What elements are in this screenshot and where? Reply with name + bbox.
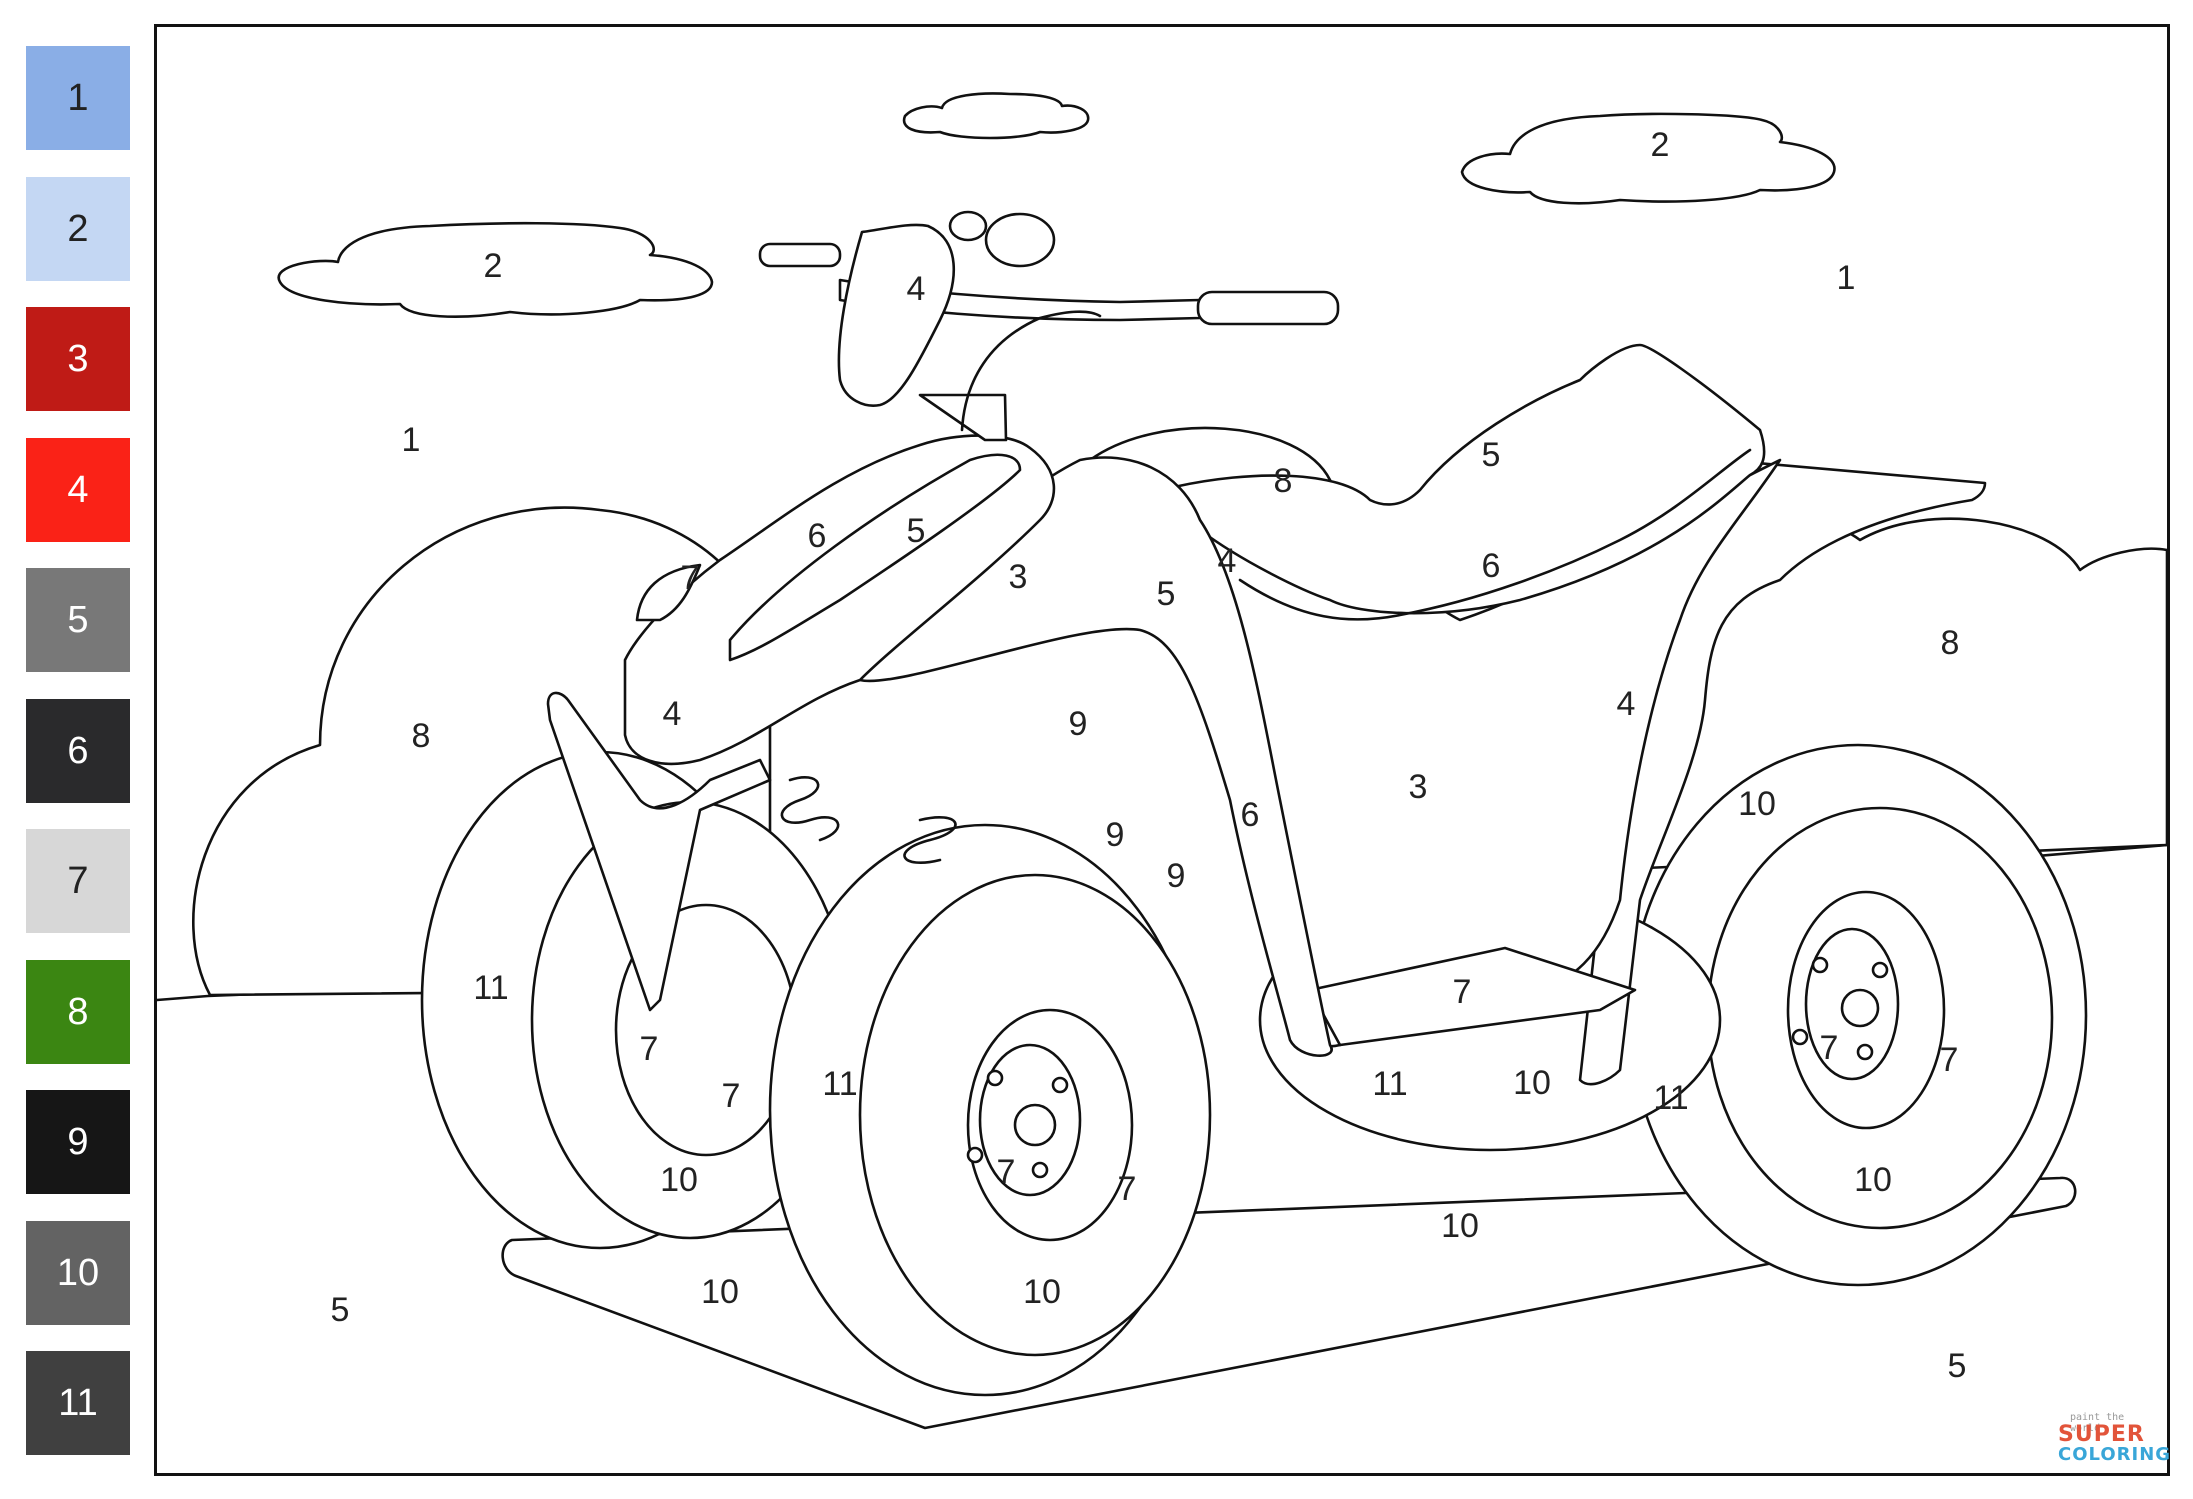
region-number: 10 [1023,1273,1061,1311]
front-fender[interactable] [858,456,1333,1057]
region-number: 11 [822,1065,857,1103]
region-number: 8 [1274,462,1293,500]
watermark-line1: SUPER [2058,1422,2145,1447]
footrest[interactable] [1308,946,1637,1047]
rear-hub-cap[interactable] [1840,988,1880,1028]
region-number: 10 [1441,1207,1479,1245]
watermark-logo: paint the world SUPER COLORING [2058,1412,2170,1472]
region-number: 5 [1157,575,1176,613]
region-number: 11 [1372,1065,1407,1103]
region-number: 3 [1409,768,1428,806]
region-number: 6 [1482,547,1501,585]
color-swatch-5[interactable]: 5 [26,568,130,672]
region-number: 5 [1482,436,1501,474]
region-number: 7 [640,1030,659,1068]
region-number: 7 [722,1077,741,1115]
atv-body [420,210,2088,1397]
front-bolt [1051,1076,1069,1094]
region-number: 10 [1738,785,1776,823]
region-number: 10 [1513,1064,1551,1102]
seat-trim [1238,448,1752,621]
region-number: 5 [331,1291,350,1329]
rear-spring [903,815,957,865]
coloring-canvas[interactable] [154,24,2170,1476]
color-swatch-10[interactable]: 10 [26,1221,130,1325]
cloud-right[interactable] [1460,112,1836,205]
region-number: 10 [1854,1161,1892,1199]
seat[interactable] [1172,343,1766,615]
region-number: 4 [1617,685,1636,723]
region-number: 4 [1218,542,1237,580]
handlebar-grip-left[interactable] [758,242,842,268]
region-number: 9 [1069,705,1088,743]
color-swatch-1[interactable]: 1 [26,46,130,150]
region-number: 6 [808,517,827,555]
region-number: 6 [1241,796,1260,834]
rear-bolt [1856,1043,1874,1061]
brake-cable [960,310,1102,432]
region-number: 4 [907,270,926,308]
color-swatch-3[interactable]: 3 [26,307,130,411]
region-number: 7 [1820,1029,1839,1067]
region-numbers: 1 1 2 2 3 3 4 4 4 4 5 5 5 5 5 6 6 6 7 7 … [331,126,1967,1385]
front-bolt [966,1146,984,1164]
region-number: 7 [1453,973,1472,1011]
cloud-left[interactable] [277,221,714,318]
color-swatch-11[interactable]: 11 [26,1351,130,1455]
region-number: 3 [1009,558,1028,596]
gauge-right[interactable] [984,212,1056,268]
region-number: 11 [1653,1079,1688,1117]
rear-bolt [1871,961,1889,979]
region-number: 11 [473,969,508,1007]
headlight[interactable] [837,223,956,407]
region-number: 5 [907,512,926,550]
color-swatch-7[interactable]: 7 [26,829,130,933]
region-number: 1 [402,421,421,459]
region-number: 9 [1106,816,1125,854]
region-number: 7 [1940,1041,1959,1079]
hood-stripe [728,453,1022,662]
gauge-left[interactable] [948,210,988,242]
region-number: 10 [660,1161,698,1199]
rear-bolt [1791,1028,1809,1046]
region-number: 10 [701,1273,739,1311]
region-number: 7 [997,1153,1016,1191]
region-number: 2 [484,247,503,285]
front-hub-cap[interactable] [1013,1103,1057,1147]
color-swatch-4[interactable]: 4 [26,438,130,542]
front-bumper[interactable] [546,691,772,1012]
front-spring [780,775,840,842]
cloud-top[interactable] [902,92,1090,140]
region-number: 7 [1118,1170,1137,1208]
watermark-line2: COLORING [2058,1444,2172,1465]
region-number: 2 [1651,126,1670,164]
nose-tip[interactable] [635,563,702,622]
region-number: 8 [412,717,431,755]
handlebar-grip-right[interactable] [1196,290,1340,326]
color-swatch-6[interactable]: 6 [26,699,130,803]
color-swatch-9[interactable]: 9 [26,1090,130,1194]
front-bolt [1031,1161,1049,1179]
color-swatch-8[interactable]: 8 [26,960,130,1064]
region-number: 7 [681,559,700,597]
region-number: 1 [1837,259,1856,297]
watermark-tagline: paint the world [2070,1412,2125,1434]
rear-bolt [1811,956,1829,974]
front-bolt [986,1069,1004,1087]
region-number: 9 [1167,857,1186,895]
color-swatch-2[interactable]: 2 [26,177,130,281]
region-number: 8 [1941,624,1960,662]
region-number: 4 [663,695,682,733]
region-number: 5 [1948,1347,1967,1385]
